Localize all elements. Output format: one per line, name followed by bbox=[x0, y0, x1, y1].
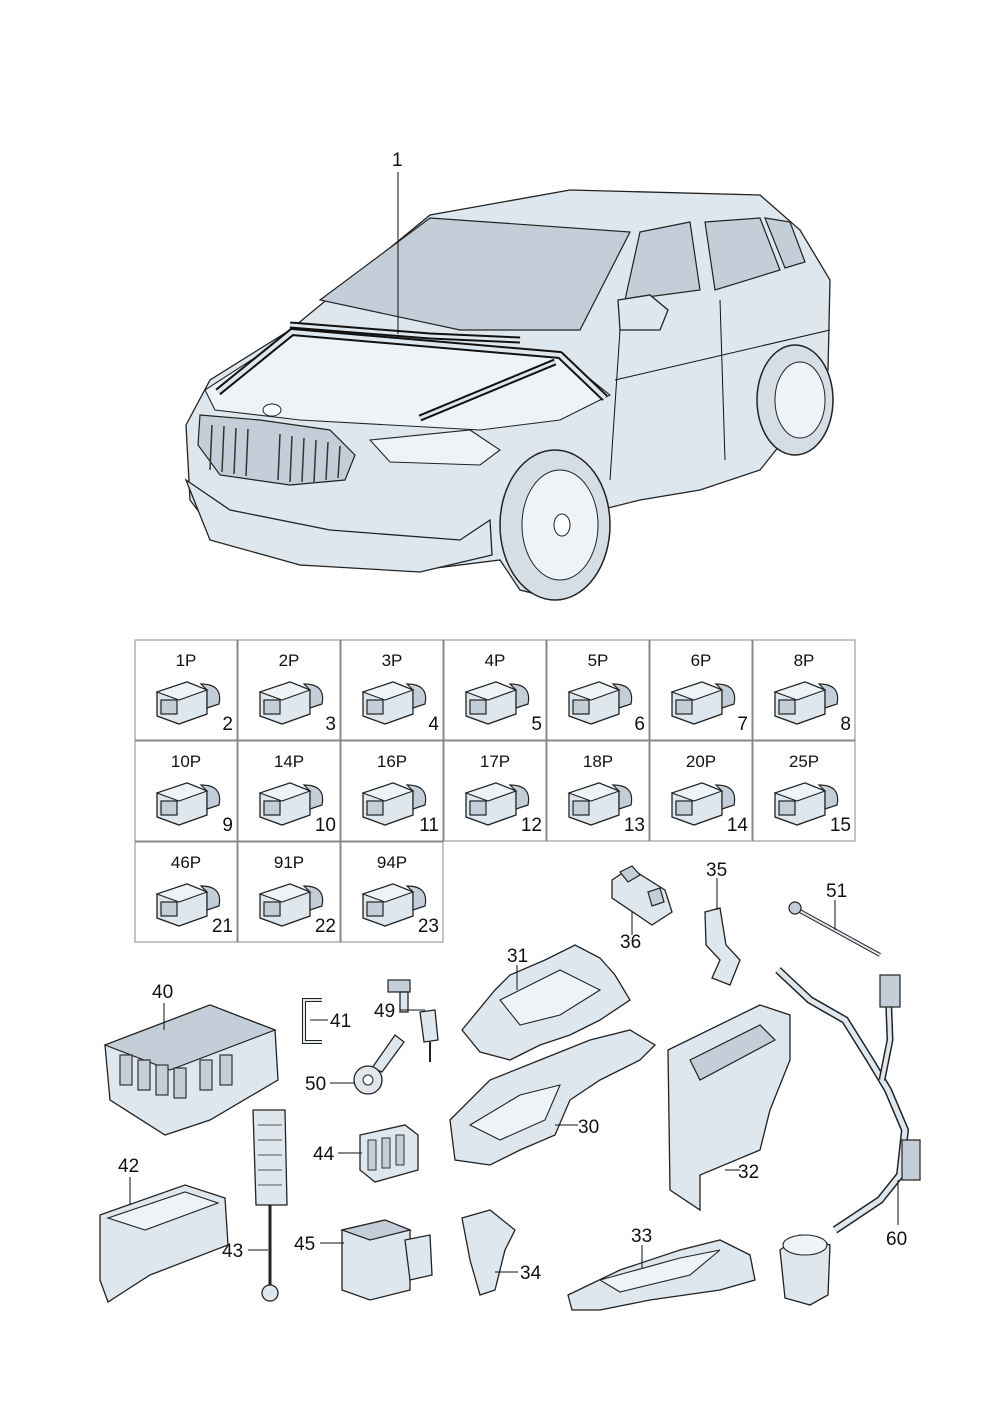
item-number: 23 bbox=[418, 916, 439, 937]
item-number: 12 bbox=[521, 815, 542, 836]
item-number: 13 bbox=[624, 815, 645, 836]
item-number: 4 bbox=[428, 714, 439, 735]
item-number: 3 bbox=[325, 714, 336, 735]
headlight bbox=[368, 429, 501, 466]
item-number: 11 bbox=[419, 815, 439, 836]
vehicle-illustration: 1 bbox=[184, 150, 834, 601]
front-grille bbox=[197, 414, 356, 486]
pin-count: 20P bbox=[686, 752, 716, 771]
pin-count: 3P bbox=[382, 651, 403, 670]
item-number: 21 bbox=[212, 916, 233, 937]
part-45: 45 bbox=[294, 1219, 433, 1301]
callout-33: 33 bbox=[631, 1226, 652, 1247]
rear-side-window bbox=[704, 217, 781, 291]
connector-cell: 20P 14 bbox=[649, 740, 753, 842]
connector-cell: 6P 7 bbox=[649, 639, 753, 741]
quarter-window bbox=[764, 217, 806, 269]
callout-45: 45 bbox=[294, 1234, 315, 1255]
pin-count: 1P bbox=[176, 651, 197, 670]
item-number: 9 bbox=[222, 815, 233, 836]
part-32: 32 bbox=[667, 1004, 791, 1212]
part-30: 30 bbox=[449, 1029, 657, 1166]
item-number: 5 bbox=[531, 714, 542, 735]
callout-60: 60 bbox=[886, 1229, 907, 1250]
front-side-window bbox=[624, 221, 701, 301]
connector-cell: 17P 12 bbox=[443, 740, 547, 842]
badge-emblem bbox=[262, 403, 282, 417]
part-44: 44 bbox=[313, 1124, 419, 1183]
pin-count: 5P bbox=[588, 651, 609, 670]
part-34: 34 bbox=[461, 1209, 542, 1296]
connector-cell: 46P 21 bbox=[134, 841, 238, 943]
pin-count: 10P bbox=[171, 752, 201, 771]
part-35: 35 bbox=[704, 860, 741, 986]
part-51: 51 bbox=[788, 881, 881, 957]
connector-cell: 4P 5 bbox=[443, 639, 547, 741]
connector-cell: 5P 6 bbox=[546, 639, 650, 741]
pin-count: 6P bbox=[691, 651, 712, 670]
callout-40: 40 bbox=[152, 982, 173, 1003]
connector-grid: 1P 2 2P 3 3P 4 4P 5 5P 6 6P 7 8P 8 10P 9 14P 10 16P 11 17P 12… bbox=[134, 639, 856, 943]
item-number: 7 bbox=[737, 714, 748, 735]
connector-cell: 2P 3 bbox=[237, 639, 341, 741]
pin-count: 2P bbox=[279, 651, 300, 670]
front-bumper bbox=[184, 478, 493, 573]
part-60: 60 bbox=[775, 967, 921, 1306]
pin-count: 91P bbox=[274, 853, 304, 872]
callout-44: 44 bbox=[313, 1144, 335, 1165]
item-number: 15 bbox=[830, 815, 851, 836]
connector-cell: 25P 15 bbox=[752, 740, 856, 842]
connector-cell: 91P 22 bbox=[237, 841, 341, 943]
callout-51: 51 bbox=[826, 881, 847, 902]
item-number: 2 bbox=[222, 714, 233, 735]
connector-cell: 18P 13 bbox=[546, 740, 650, 842]
connector-cell: 94P 23 bbox=[340, 841, 444, 943]
connector-cell: 16P 11 bbox=[340, 740, 444, 842]
pin-count: 94P bbox=[377, 853, 407, 872]
pin-count: 14P bbox=[274, 752, 304, 771]
pin-count: 17P bbox=[480, 752, 510, 771]
item-number: 6 bbox=[634, 714, 645, 735]
part-36: 36 bbox=[611, 865, 673, 953]
connector-cell: 14P 10 bbox=[237, 740, 341, 842]
connector-cell: 1P 2 bbox=[134, 639, 238, 741]
item-number: 8 bbox=[840, 714, 851, 735]
callout-1: 1 bbox=[392, 150, 403, 171]
callout-32: 32 bbox=[738, 1162, 759, 1183]
callout-31: 31 bbox=[507, 946, 528, 967]
item-number: 10 bbox=[315, 815, 336, 836]
connector-cell: 3P 4 bbox=[340, 639, 444, 741]
callout-42: 42 bbox=[118, 1156, 139, 1177]
pin-count: 16P bbox=[377, 752, 407, 771]
callout-41: 41 bbox=[330, 1011, 351, 1032]
part-40: 40 bbox=[103, 982, 279, 1136]
part-41: 41 bbox=[302, 998, 351, 1044]
callout-43: 43 bbox=[222, 1241, 243, 1262]
callout-36: 36 bbox=[620, 932, 641, 953]
part-43: 43 bbox=[222, 1109, 288, 1302]
pin-count: 25P bbox=[789, 752, 819, 771]
callout-30: 30 bbox=[578, 1117, 599, 1138]
part-31: 31 bbox=[461, 944, 631, 1061]
part-33: 33 bbox=[567, 1226, 756, 1311]
callout-35: 35 bbox=[706, 860, 727, 881]
pin-count: 8P bbox=[794, 651, 815, 670]
callout-34: 34 bbox=[520, 1263, 542, 1284]
pin-count: 4P bbox=[485, 651, 506, 670]
pin-count: 46P bbox=[171, 853, 201, 872]
part-50: 50 bbox=[305, 1034, 405, 1095]
pin-count: 18P bbox=[583, 752, 613, 771]
part-42: 42 bbox=[99, 1156, 229, 1303]
callout-49: 49 bbox=[374, 1001, 395, 1022]
connector-cell: 8P 8 bbox=[752, 639, 856, 741]
side-mirror bbox=[617, 294, 669, 331]
part-49: 49 bbox=[374, 979, 439, 1062]
connector-cell: 10P 9 bbox=[134, 740, 238, 842]
callout-50: 50 bbox=[305, 1074, 326, 1095]
item-number: 14 bbox=[727, 815, 749, 836]
item-number: 22 bbox=[315, 916, 336, 937]
